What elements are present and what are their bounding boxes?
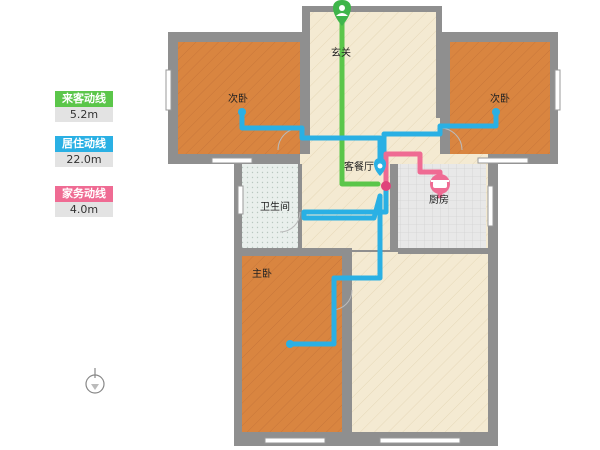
entrance-floor: [310, 12, 436, 120]
room-label-bathroom: 卫生间: [260, 202, 290, 213]
windows: [165, 69, 561, 444]
legend-living-route: 居住动线 22.0m: [55, 136, 113, 167]
living-route-endpoints: [238, 108, 500, 348]
living-route-lines: [239, 109, 499, 347]
entrance-pin-icon: [333, 0, 351, 26]
bathroom-floor: [242, 164, 300, 248]
legend-chore-route: 家务动线 4.0m: [55, 186, 113, 217]
chore-route-start: [381, 181, 391, 191]
room-label-kitchen: 厨房: [429, 195, 449, 206]
legend-chore-value: 4.0m: [55, 202, 113, 217]
legend-living-value: 22.0m: [55, 152, 113, 167]
room-label-entrance: 玄关: [331, 48, 351, 59]
kitchen-pot-icon: [430, 174, 450, 194]
bedroom-left-floor: [178, 42, 300, 154]
interior-walls: [242, 42, 488, 432]
legend-guest-route: 来客动线 5.2m: [55, 91, 113, 122]
bedroom-right-floor: [450, 42, 550, 154]
room-label-living-dining: 客餐厅: [344, 162, 374, 173]
room-label-bedroom-left: 次卧: [228, 94, 248, 105]
dining-floor: [352, 252, 488, 432]
room-label-bedroom-right: 次卧: [490, 94, 510, 105]
guest-route-line: [339, 15, 381, 187]
legend-chore-label: 家务动线: [55, 186, 113, 202]
legend-guest-label: 来客动线: [55, 91, 113, 107]
legend-guest-value: 5.2m: [55, 107, 113, 122]
room-label-master-bedroom: 主卧: [252, 269, 272, 280]
living-room-pin-icon: [374, 158, 386, 176]
legend-living-label: 居住动线: [55, 136, 113, 152]
compass-icon: [85, 368, 105, 394]
